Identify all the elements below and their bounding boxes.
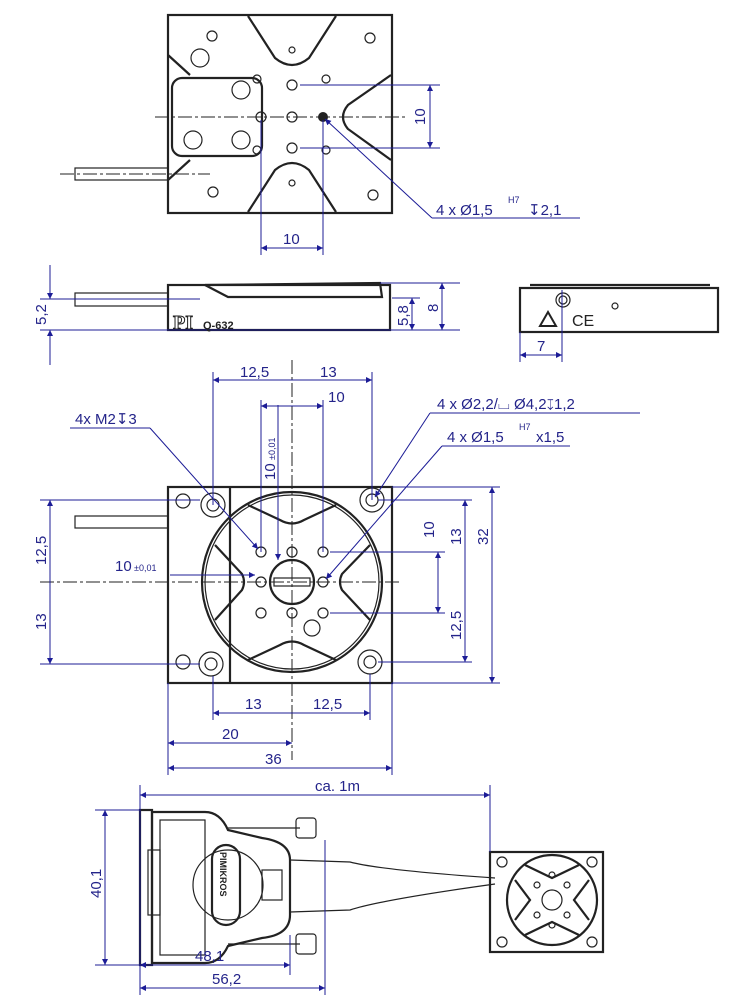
- callout-thread: 4x M2↧3: [75, 411, 137, 428]
- tolerance-vertical: ±0,01: [267, 438, 277, 460]
- screw-icon: [175, 654, 191, 670]
- tolerance-horizontal: ±0,01: [134, 563, 156, 573]
- callout-pin: 4 x Ø1,5: [447, 429, 504, 446]
- dim-main-vertical-tol: 10: [262, 463, 279, 480]
- dim-top-vertical: 10: [412, 108, 429, 125]
- dim-main-right-upper: 13: [448, 528, 465, 545]
- callout-top-holes-tolerance: H7: [508, 195, 520, 205]
- screw-icon: [175, 493, 191, 509]
- callout-counterbore: 4 x Ø2,2/⌴ Ø4,2↧1,2: [437, 396, 575, 413]
- cable-view: PIMIKROS ca. 1m 40,1 48,1 56,2: [88, 778, 605, 995]
- dim-main-bottom-right: 12,5: [313, 696, 342, 713]
- ce-mark-icon: CE: [572, 313, 594, 330]
- dim-main-right-inner: 10: [421, 521, 438, 538]
- dim-main-right-total: 32: [475, 528, 492, 545]
- dim-main-right-lower: 12,5: [448, 611, 465, 640]
- end-view: CE 7: [518, 283, 720, 362]
- dim-cable-length: ca. 1m: [315, 778, 360, 795]
- dim-connector-width-1: 48,1: [195, 948, 224, 965]
- model-label: Q-632: [203, 320, 234, 332]
- top-view: 10 10 4 x Ø1,5 H7 ↧2,1: [60, 13, 580, 255]
- callout-pin-tolerance: H7: [519, 422, 531, 432]
- callout-top-holes: 4 x Ø1,5: [436, 202, 493, 219]
- dim-main-bottom-left: 13: [245, 696, 262, 713]
- dim-main-left-lower: 13: [33, 613, 50, 630]
- dim-end-offset: 7: [537, 338, 545, 355]
- main-view: 12,5 13 10 10 ±0,01 4x M2↧3 4 x Ø2,2/⌴ Ø…: [33, 360, 640, 775]
- dim-connector-width-2: 56,2: [212, 971, 241, 988]
- dim-side-total: 8: [425, 304, 442, 312]
- dim-main-bottom-20: 20: [222, 726, 239, 743]
- dim-side-inner: 5,8: [395, 305, 412, 326]
- dim-main-left-upper: 12,5: [33, 536, 50, 565]
- dim-side-height: 5,2: [33, 304, 50, 325]
- dim-main-top-left: 12,5: [240, 364, 269, 381]
- dim-main-top-inner: 10: [328, 389, 345, 406]
- callout-pin-depth: x1,5: [536, 429, 564, 446]
- dim-main-top-right: 13: [320, 364, 337, 381]
- dim-connector-height: 40,1: [88, 869, 105, 898]
- connector-logo: PIMIKROS: [218, 852, 228, 897]
- warning-icon: [538, 309, 558, 327]
- screw-icon: [183, 48, 251, 150]
- dim-main-bottom-36: 36: [265, 751, 282, 768]
- side-view: 5,2 5,8 8 PI Q-632: [33, 265, 460, 365]
- dim-top-horizontal: 10: [283, 231, 300, 248]
- callout-top-holes-depth: ↧2,1: [528, 202, 561, 219]
- pi-logo: PI: [173, 312, 193, 334]
- dim-main-horizontal-tol: 10: [115, 558, 132, 575]
